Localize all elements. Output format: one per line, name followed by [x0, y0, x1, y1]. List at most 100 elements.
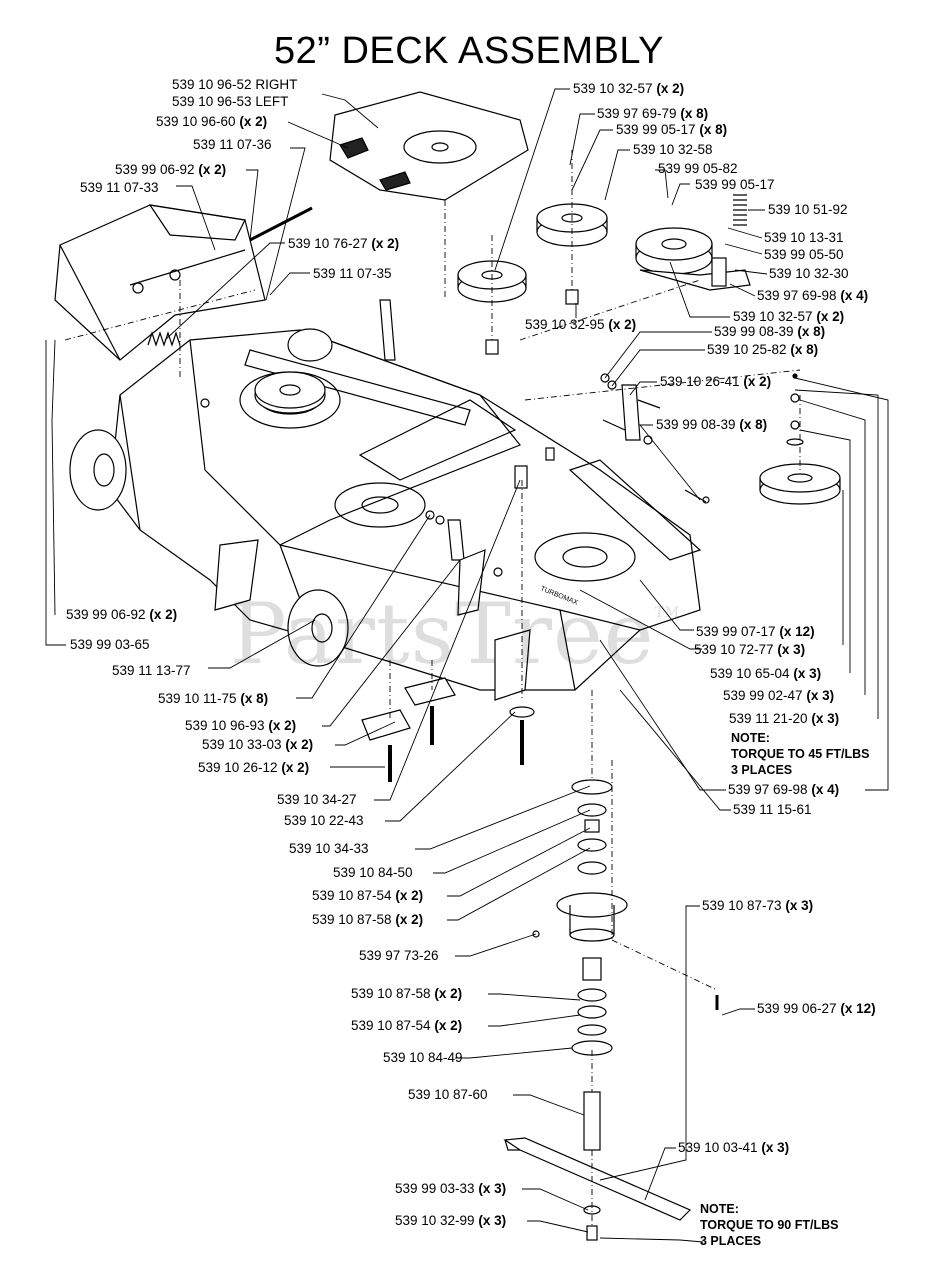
deck-spindle-pulley: [254, 371, 326, 414]
part-number: 539 10 96-52 RIGHT: [172, 77, 298, 92]
idler-pulley-right: [635, 227, 713, 275]
discharge-chute: [54, 204, 266, 361]
part-label: 539 11 07-36: [193, 137, 272, 153]
carriage-bolt: [388, 706, 535, 782]
deck-cover-plate: [329, 91, 529, 201]
note-heading: NOTE:: [700, 1202, 739, 1216]
part-number: 539 11 21-20: [729, 711, 808, 726]
part-number: 539 10 32-30: [769, 266, 849, 281]
part-quantity: (x 8): [240, 691, 269, 706]
part-quantity: (x 4): [811, 782, 840, 797]
part-label: 539 11 07-33: [80, 180, 159, 196]
note-line: TORQUE TO 45 FT/LBS: [731, 747, 870, 761]
part-label: 539 10 25-82 (x 8): [707, 342, 818, 358]
part-label: 539 10 87-60: [408, 1087, 488, 1103]
part-number: 539 10 33-03: [202, 737, 282, 752]
part-number: 539 99 05-17: [695, 177, 775, 192]
part-number: 539 10 87-54: [351, 1018, 431, 1033]
part-quantity: (x 2): [281, 760, 310, 775]
watermark-trademark: TM: [654, 605, 681, 621]
note-line: 3 PLACES: [700, 1234, 762, 1248]
part-label: 539 10 96-53 LEFT: [172, 94, 288, 110]
part-label: 539 10 87-58 (x 2): [351, 986, 462, 1002]
part-label: 539 10 84-49: [383, 1050, 463, 1066]
part-label: 539 97 73-26: [359, 948, 439, 964]
part-number: 539 10 76-27: [288, 236, 368, 251]
part-number: 539 10 32-57: [573, 81, 653, 96]
part-label: 539 10 32-58: [633, 142, 713, 158]
part-label: 539 99 06-27 (x 12): [757, 1001, 876, 1017]
torque-note-lower: NOTE: TORQUE TO 90 FT/LBS 3 PLACES: [700, 1201, 838, 1249]
part-number: 539 10 26-12: [198, 760, 278, 775]
part-quantity: (x 2): [434, 1018, 463, 1033]
front-caster-wheel-left: [69, 429, 127, 511]
part-label: 539 10 32-99 (x 3): [395, 1213, 506, 1229]
spindle-shaft: [583, 1091, 601, 1151]
part-quantity: (x 2): [816, 309, 845, 324]
part-number: 539 10 96-60: [156, 114, 236, 129]
part-quantity: (x 2): [743, 374, 772, 389]
part-number: 539 10 32-95: [525, 317, 605, 332]
hardware-stack: [786, 393, 804, 446]
cover-latch: [339, 137, 411, 191]
skid-plate: [361, 677, 456, 741]
part-label: 539 99 05-50: [764, 247, 844, 263]
part-label: 539 10 87-73 (x 3): [702, 898, 813, 914]
part-number: 539 11 15-61: [733, 802, 812, 817]
front-caster-wheel-right: [287, 589, 349, 667]
part-number: 539 10 03-41: [678, 1140, 758, 1155]
part-label: 539 10 26-12 (x 2): [198, 760, 309, 776]
watermark-text: PartsTree: [230, 585, 655, 683]
part-number: 539 10 96-93: [185, 718, 265, 733]
part-label: 539 10 32-57 (x 2): [733, 309, 844, 325]
part-label: 539 99 05-17: [695, 177, 775, 193]
lift-link-chain: [379, 299, 641, 561]
note-line: 3 PLACES: [731, 763, 793, 777]
part-label: 539 99 05-17 (x 8): [616, 122, 727, 138]
part-number: 539 99 02-47: [723, 688, 803, 703]
part-label: 539 99 07-17 (x 12): [696, 624, 815, 640]
part-label: 539 99 06-92 (x 2): [66, 607, 177, 623]
part-label: 539 99 02-47 (x 3): [723, 688, 834, 704]
hardware-bolts: [200, 373, 710, 577]
part-label: 539 10 96-60 (x 2): [156, 114, 267, 130]
part-label: 539 10 87-58 (x 2): [312, 912, 423, 928]
part-label: 539 11 21-20 (x 3): [729, 711, 839, 727]
part-number: 539 10 51-92: [768, 202, 848, 217]
mower-blade: [503, 1137, 692, 1221]
part-number: 539 97 69-98: [757, 288, 837, 303]
part-label: 539 10 33-03 (x 2): [202, 737, 313, 753]
part-label: 539 10 87-54 (x 2): [312, 888, 423, 904]
part-quantity: (x 3): [478, 1213, 507, 1228]
part-quantity: (x 2): [656, 81, 685, 96]
part-label: 539 10 26-41 (x 2): [660, 374, 771, 390]
chute-spring: [147, 331, 181, 347]
idler-pulley-left: [457, 260, 527, 303]
rear-roller: [287, 328, 333, 362]
part-label: 539 10 76-27 (x 2): [288, 236, 399, 252]
part-quantity: (x 3): [761, 1140, 790, 1155]
part-quantity: (x 2): [395, 888, 424, 903]
part-quantity: (x 8): [739, 417, 768, 432]
part-quantity: (x 3): [806, 688, 835, 703]
spindle-pulley-right: [759, 463, 841, 505]
part-label: 539 11 13-77: [112, 663, 191, 679]
part-number: 539 10 87-60: [408, 1087, 488, 1102]
part-number: 539 10 32-99: [395, 1213, 475, 1228]
part-quantity: (x 3): [793, 666, 822, 681]
torque-note-upper: NOTE: TORQUE TO 45 FT/LBS 3 PLACES: [731, 730, 869, 778]
part-number: 539 10 87-58: [351, 986, 431, 1001]
note-line: TORQUE TO 90 FT/LBS: [700, 1218, 839, 1232]
part-number: 539 97 69-79: [597, 106, 677, 121]
part-label: 539 10 96-52 RIGHT: [172, 77, 297, 93]
part-number: 539 11 07-33: [80, 180, 159, 195]
part-number: 539 99 07-17: [696, 624, 776, 639]
part-quantity: (x 8): [699, 122, 728, 137]
leader-lines: [45, 88, 889, 1243]
part-number: 539 99 06-92: [115, 162, 195, 177]
chute-rod: [249, 206, 313, 242]
part-label: 539 10 22-43: [284, 813, 364, 829]
part-label: 539 10 34-33: [289, 841, 369, 857]
part-quantity: (x 3): [478, 1181, 507, 1196]
